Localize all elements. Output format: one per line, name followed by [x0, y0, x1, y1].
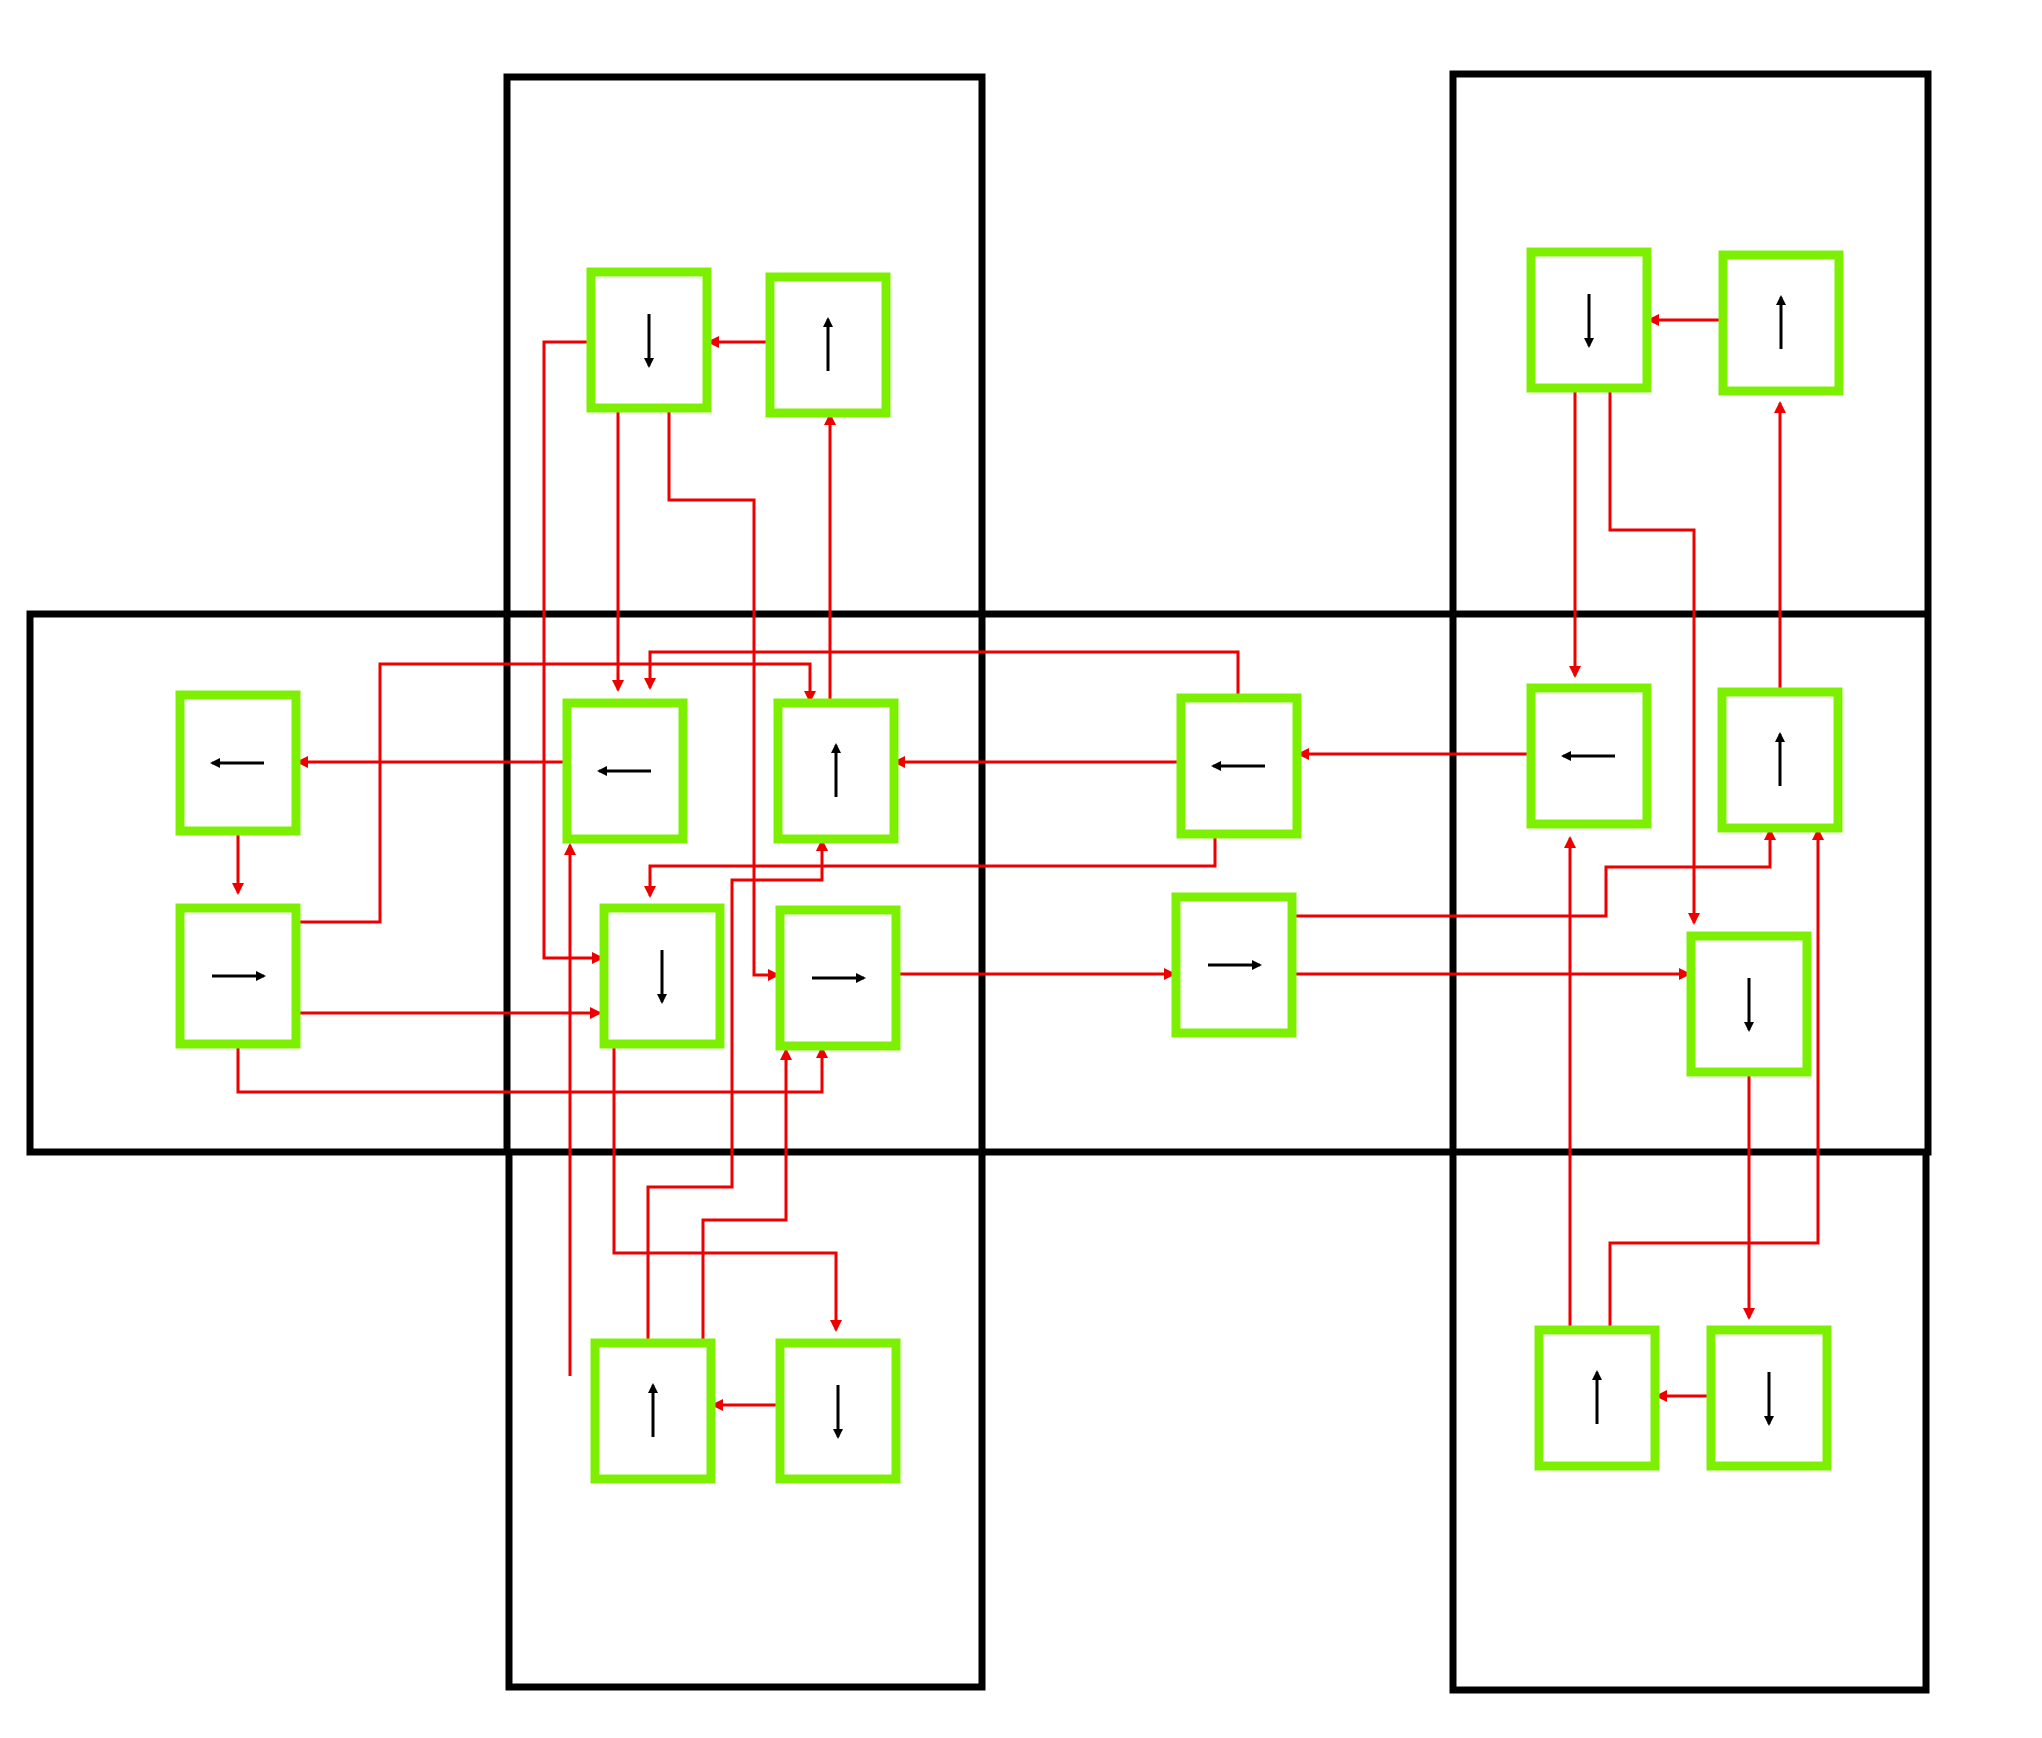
- node-n15: [1686, 931, 1812, 1077]
- connector-n16-to-n7: [646, 839, 828, 1343]
- node-box: [590, 1338, 716, 1484]
- node-n13: [775, 905, 901, 1051]
- connector-n11-to-n13: [236, 1044, 828, 1094]
- connector-n16-to-n13: [701, 1048, 792, 1343]
- connectors-layer: [232, 314, 1824, 1411]
- node-n16: [590, 1338, 716, 1484]
- node-n17: [775, 1338, 901, 1484]
- connector-n1-to-n12: [542, 340, 604, 964]
- panel-bottom-a: [505, 1148, 986, 1691]
- node-n1: [586, 267, 712, 413]
- node-n4: [1718, 250, 1844, 396]
- connector-n14-to-n10: [1292, 828, 1776, 918]
- connector-n3-to-n15: [1608, 388, 1700, 925]
- node-n11: [175, 903, 301, 1049]
- node-n12: [599, 903, 725, 1049]
- node-n3: [1526, 247, 1652, 393]
- panels-layer: [26, 70, 1932, 1694]
- connector-n8-to-n12: [644, 834, 1217, 898]
- node-n18: [1534, 1325, 1660, 1471]
- node-box: [175, 903, 301, 1049]
- node-n8: [1176, 693, 1302, 839]
- connector-n12-to-n17: [612, 1046, 842, 1332]
- node-box: [1686, 931, 1812, 1077]
- node-n2: [765, 272, 891, 418]
- node-n5: [175, 690, 301, 836]
- panel-bottom-b: [1449, 1148, 1930, 1694]
- node-n6: [562, 698, 688, 844]
- node-n19: [1706, 1325, 1832, 1471]
- connector-n18-to-n10: [1608, 828, 1824, 1328]
- node-n14: [1171, 892, 1297, 1038]
- connector-n1-to-n13: [667, 408, 780, 981]
- connector-n11-to-n7: [296, 662, 816, 924]
- connector-n8-to-n6: [644, 650, 1240, 698]
- node-n9: [1526, 683, 1652, 829]
- nodes-layer: [175, 247, 1844, 1484]
- node-box: [175, 690, 301, 836]
- node-box: [1718, 250, 1844, 396]
- node-n7: [773, 698, 899, 844]
- node-n10: [1717, 687, 1843, 833]
